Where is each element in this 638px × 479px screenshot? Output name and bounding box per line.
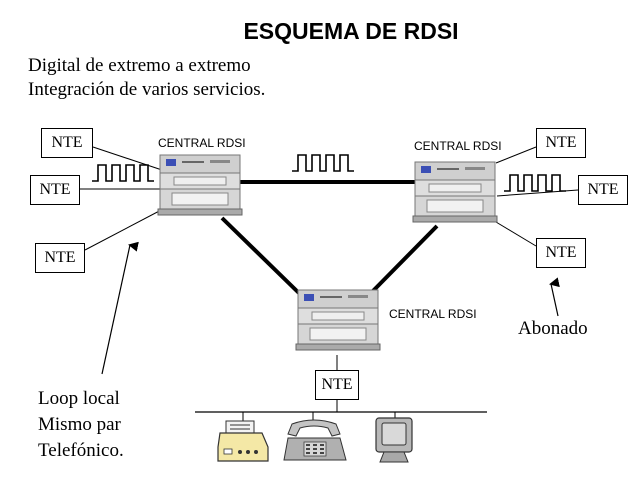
pulse-signal [503,174,567,192]
abonado-label: Abonado [518,318,588,339]
loop-arrow [101,241,139,375]
nte-box: NTE [536,128,586,158]
nte-box: NTE [315,370,359,400]
central-label-left: CENTRAL RDSI [158,136,246,150]
trunk-line-right [366,224,439,298]
central-switch-icon [412,161,498,223]
central-switch-icon [295,289,381,351]
loop-note-line-1: Loop local [38,388,120,409]
central-label-right: CENTRAL RDSI [414,139,502,153]
loop-note-line-3: Telefónico. [38,440,124,461]
nte-link [92,146,163,171]
pulse-signal [91,164,155,182]
trunk-line-left [220,216,304,298]
computer-monitor-icon [375,417,413,463]
nte-box: NTE [30,175,80,205]
telephone-icon [283,419,347,461]
nte-box: NTE [536,238,586,268]
nte-box: NTE [41,128,93,158]
loop-note-line-2: Mismo par [38,414,121,435]
nte-link [495,221,537,247]
page-title: ESQUEMA DE RDSI [243,18,459,44]
central-switch-icon [157,154,243,216]
nte-link [495,146,537,164]
subtitle-line-1: Digital de extremo a extremo [28,55,251,76]
nte-box: NTE [35,243,85,273]
central-label-bottom: CENTRAL RDSI [389,307,477,321]
fax-machine-icon [217,420,269,462]
nte-link [84,207,166,251]
pulse-signal [291,154,355,172]
nte-box: NTE [578,175,628,205]
abonado-arrow [549,277,560,317]
subtitle-line-2: Integración de varios servicios. [28,79,266,100]
